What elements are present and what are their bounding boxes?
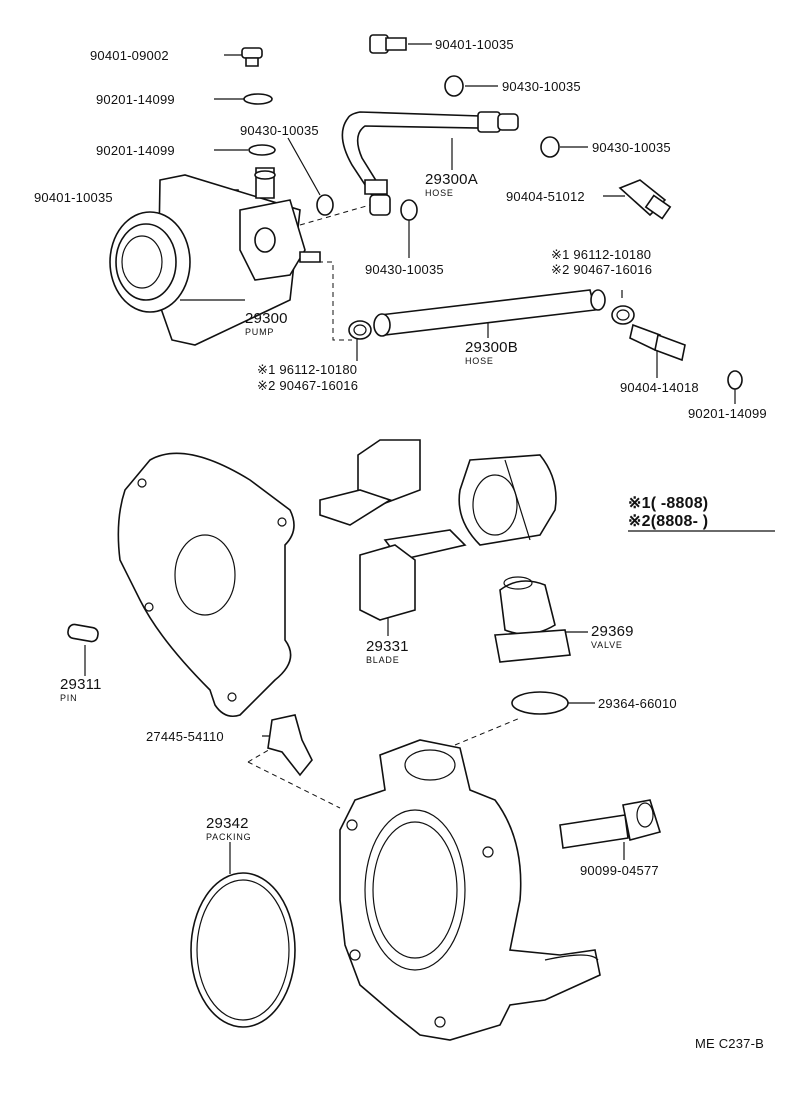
label-29311: 29311 [60, 676, 102, 693]
clip-27445-54110 [268, 715, 312, 775]
label-hose-a: HOSE [425, 188, 454, 198]
washer-90430-10035-a [445, 76, 463, 96]
clamp-left [349, 321, 371, 339]
label-valve: VALVE [591, 640, 623, 650]
gasket-90201-14099-b [249, 145, 275, 155]
label-90201-14099-b: 90201-14099 [96, 143, 175, 158]
label-90430-10035-b: 90430-10035 [502, 79, 581, 94]
label-90201-14099-a: 90201-14099 [96, 92, 175, 107]
label-hose-b: HOSE [465, 356, 494, 366]
label-packing: PACKING [206, 832, 252, 842]
label-90099-04577: 90099-04577 [580, 863, 659, 878]
note1-right: ※1 96112-10180 [551, 247, 652, 262]
label-29342: 29342 [206, 815, 249, 832]
bolt-90401-10035-top [370, 35, 406, 53]
note1-left: ※1 96112-10180 [257, 362, 358, 377]
label-29300b: 29300B [465, 339, 518, 356]
label-pump: PUMP [245, 327, 275, 337]
packing-29342 [191, 873, 295, 1027]
label-blade: BLADE [366, 655, 400, 665]
clamp-right [612, 306, 634, 324]
label-90401-09002: 90401-09002 [90, 48, 169, 63]
blades-29331 [320, 440, 465, 620]
gasket-90201-14099-a [244, 94, 272, 104]
label-29364-66010: 29364-66010 [598, 696, 677, 711]
label-29369: 29369 [591, 623, 634, 640]
washer-90430-10035-b [541, 137, 559, 157]
label-90430-10035-d: 90430-10035 [365, 262, 444, 277]
legend-row2: ※2(8808- ) [628, 513, 709, 530]
hose-29300a [342, 112, 518, 215]
washer-90430-10035-c [401, 200, 417, 220]
union-90404-51012 [620, 180, 670, 218]
legend-row1: ※1( -8808) [628, 495, 709, 512]
rotor [459, 455, 556, 545]
union-90404-14018 [630, 325, 685, 360]
end-plate [118, 453, 294, 716]
diagram-code: ME C237-B [695, 1036, 764, 1051]
bolt-90099-04577 [560, 800, 660, 848]
label-29300a: 29300A [425, 171, 478, 188]
label-90430-10035-c: 90430-10035 [592, 140, 671, 155]
vacuum-pump-29300 [110, 168, 320, 345]
gasket-90201-14099-c [728, 371, 742, 389]
label-27445-54110: 27445-54110 [146, 729, 224, 744]
label-90430-10035-pump: 90430-10035 [240, 123, 319, 138]
plug-90401-09002 [242, 48, 262, 66]
check-valve-29369 [495, 577, 570, 662]
gasket-29364-66010 [512, 692, 568, 714]
label-90401-10035-left: 90401-10035 [34, 190, 113, 205]
label-29331: 29331 [366, 638, 409, 655]
label-29300: 29300 [245, 310, 288, 327]
label-90201-14099-c: 90201-14099 [688, 406, 767, 421]
label-90404-51012: 90404-51012 [506, 189, 585, 204]
label-pin: PIN [60, 693, 78, 703]
dashed-assembly-lines [248, 205, 520, 808]
pin-29311 [67, 624, 99, 643]
main-housing [340, 740, 600, 1040]
hose-29300b [374, 290, 605, 336]
note2-left: ※2 90467-16016 [257, 378, 359, 393]
label-90401-10035-top: 90401-10035 [435, 37, 514, 52]
note2-right: ※2 90467-16016 [551, 262, 653, 277]
label-90404-14018: 90404-14018 [620, 380, 699, 395]
washer-90430-10035-left [317, 195, 333, 215]
